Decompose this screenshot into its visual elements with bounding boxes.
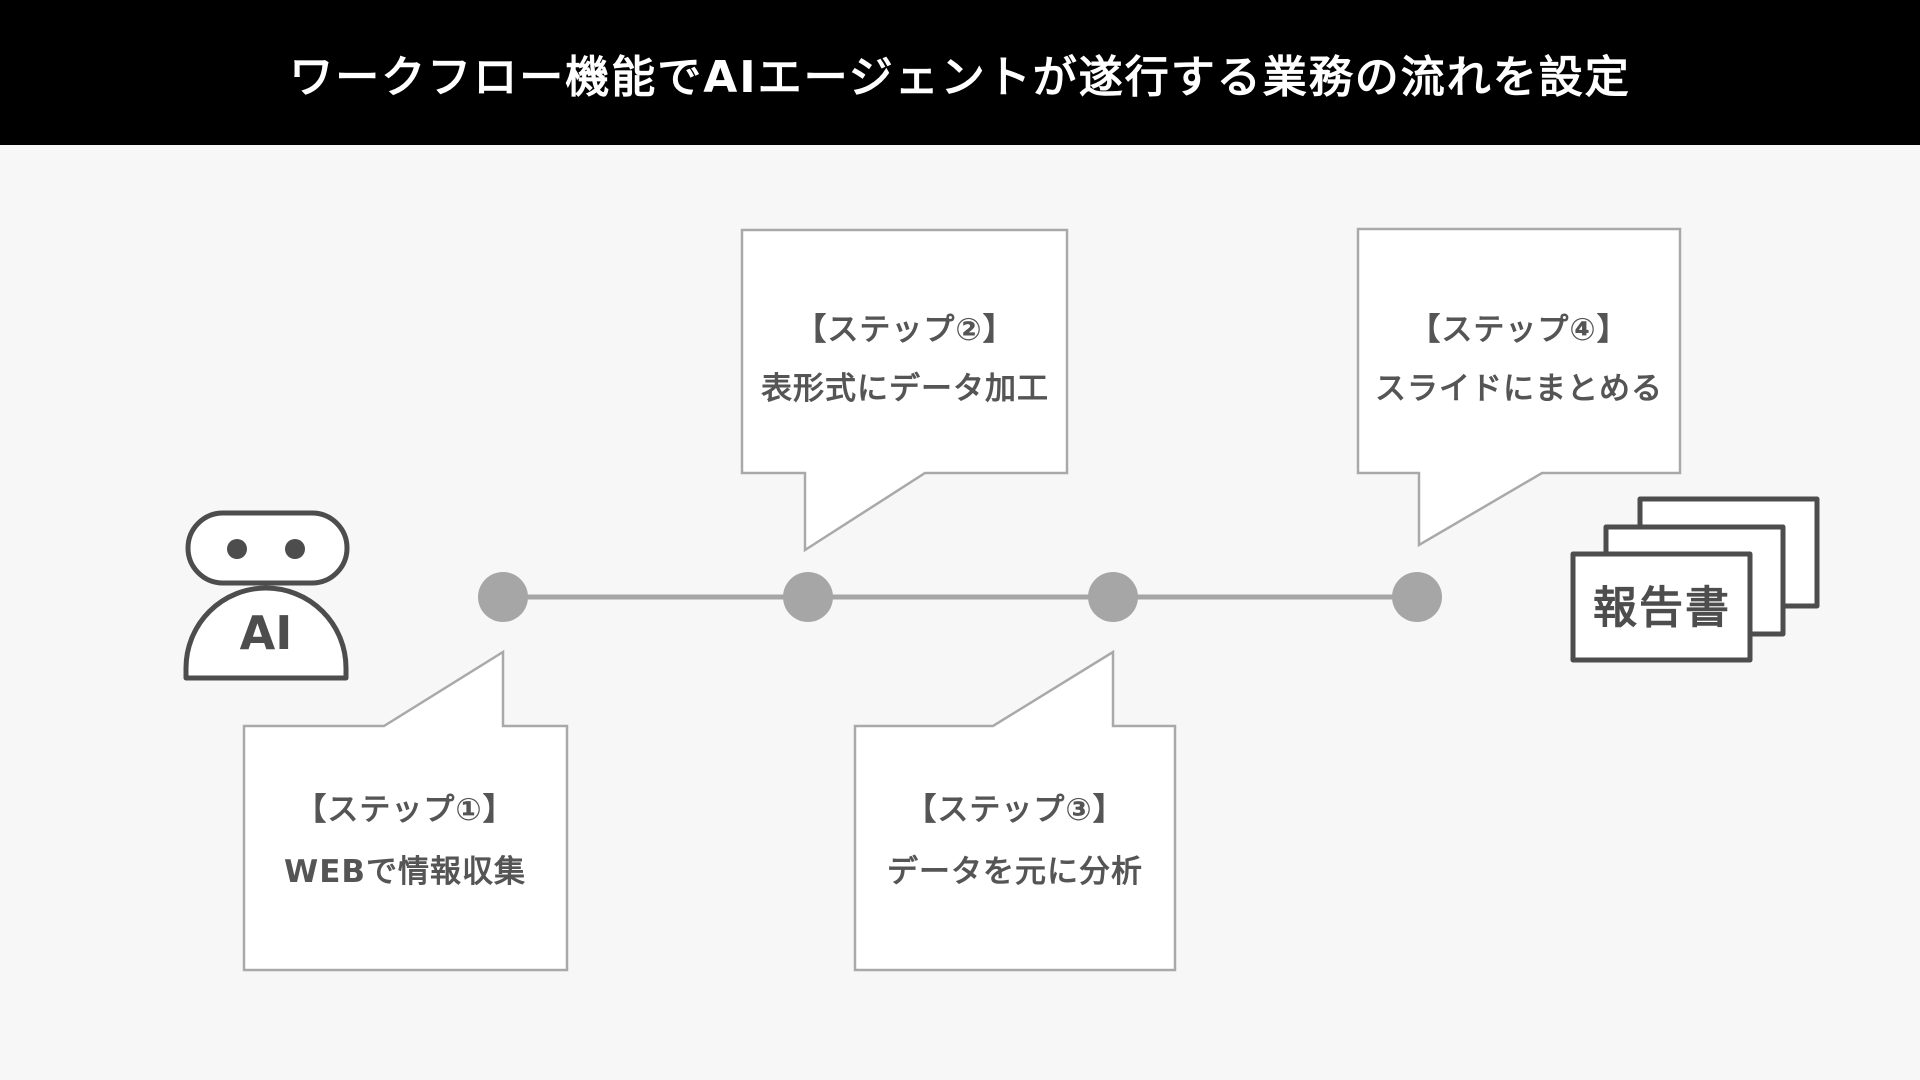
robot-body (183, 585, 349, 681)
step-3-bubble: 【ステップ③】 データを元に分析 (853, 649, 1177, 972)
step-4-bubble-shape (1356, 227, 1682, 548)
robot-head (185, 510, 350, 586)
step-3-title: 【ステップ③】 (905, 792, 1124, 828)
report-sheet-front (1570, 551, 1753, 663)
step-1-title: 【ステップ①】 (295, 792, 514, 828)
timeline-dot-1 (478, 572, 528, 622)
step-1-bubble-shape (242, 649, 569, 972)
step-2-description: 表形式にデータ加工 (761, 371, 1049, 407)
step-1-description: WEBで情報収集 (284, 854, 526, 890)
report-label: 報告書 (1593, 583, 1731, 634)
step-4-description: スライドにまとめる (1375, 371, 1663, 407)
step-2-bubble: 【ステップ②】 表形式にデータ加工 (740, 228, 1069, 553)
step-4-bubble: 【ステップ④】 スライドにまとめる (1356, 227, 1682, 548)
step-4-title: 【ステップ④】 (1409, 312, 1628, 348)
step-2-title: 【ステップ②】 (795, 312, 1014, 348)
ai-robot-icon: AI (183, 510, 350, 681)
robot-ai-label: AI (240, 606, 293, 660)
step-2-bubble-shape (740, 228, 1069, 553)
page-title: ワークフロー機能でAIエージェントが遂行する業務の流れを設定 (289, 51, 1631, 103)
robot-right-eye-icon (285, 539, 305, 559)
step-3-description: データを元に分析 (887, 854, 1143, 890)
title-bar: ワークフロー機能でAIエージェントが遂行する業務の流れを設定 (0, 0, 1920, 145)
timeline-dot-4 (1392, 572, 1442, 622)
robot-left-eye-icon (227, 539, 247, 559)
step-3-bubble-shape (853, 649, 1177, 972)
step-1-bubble: 【ステップ①】 WEBで情報収集 (242, 649, 569, 972)
report-stack-icon: 報告書 (1570, 496, 1820, 663)
timeline-dot-2 (783, 572, 833, 622)
timeline-dot-3 (1088, 572, 1138, 622)
